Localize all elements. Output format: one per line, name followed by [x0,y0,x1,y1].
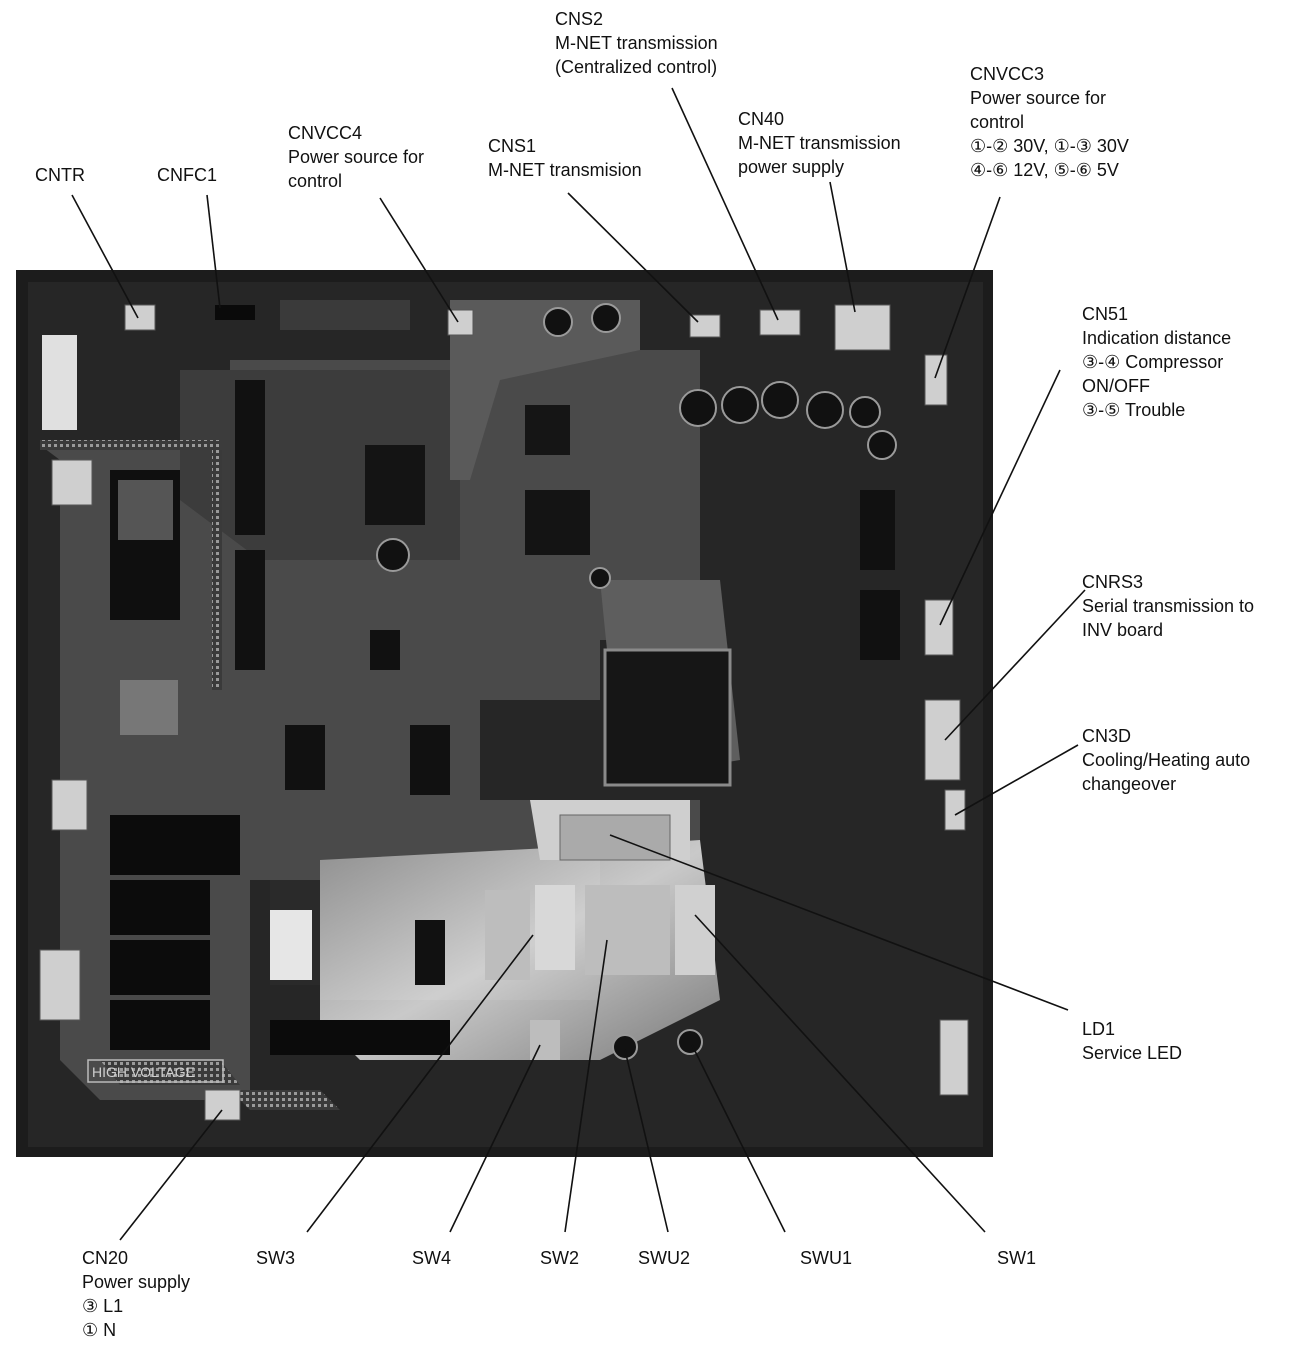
leader-cnvcc3 [934,196,1001,379]
label-cn51: CN51 Indication distance ③-④ Compressor … [1082,304,1232,420]
label-swu2: SWU2 [638,1248,691,1268]
leader-cns2 [671,87,779,321]
leader-cn3d [954,744,1079,816]
leader-cn40 [829,181,856,313]
label-cn40: CN40 M-NET transmission power supply [738,109,901,177]
leader-ld1 [609,834,1069,1011]
chip [525,490,590,555]
label-cnfc1: CNFC1 [157,165,218,185]
chip [860,490,895,570]
leader-cns1 [567,192,699,323]
connectors [39,304,969,1121]
label-cn20: CN20 Power supply ③ L1 ① N [82,1248,191,1340]
label-cnvcc3: CNVCC3 Power source for control ①-② 30V,… [970,64,1129,180]
relay [110,815,240,875]
chip [285,725,325,790]
chip [860,590,900,660]
leader-sw2 [564,939,608,1233]
leader-cntr [71,194,139,319]
chip [410,725,450,795]
chip [235,380,265,535]
chip [235,550,265,670]
chip [370,630,400,670]
main-cpu-chip [603,648,732,787]
silkscreen-label: HIGH VOLTAGE [92,1064,195,1080]
leader-swu1 [691,1044,786,1233]
label-cnvcc4: CNVCC4 Power source for control [288,123,425,191]
label-cntr: CNTR [35,165,85,185]
label-cns1: CNS1 M-NET transmision [488,136,642,180]
label-cns2: CNS2 M-NET transmission (Centralized con… [555,9,718,77]
label-cnrs3: CNRS3 Serial transmission to INV board [1082,572,1255,640]
chip [365,445,425,525]
chip [525,405,570,455]
label-sw1: SW1 [997,1248,1037,1268]
relay [110,880,210,935]
leader-cn20 [119,1109,223,1241]
relay [110,1000,210,1050]
leader-sw3 [306,934,534,1233]
label-swu1: SWU1 [800,1248,853,1268]
label-sw3: SW3 [256,1248,296,1268]
leader-sw1 [694,914,986,1233]
label-sw4: SW4 [412,1248,452,1268]
relay [110,940,210,995]
leader-sw4 [449,1044,541,1233]
leader-cnvcc4 [379,197,459,323]
chip [415,920,445,985]
leader-swu2 [624,1049,669,1233]
capacitors [376,303,897,1060]
label-sw2: SW2 [540,1248,580,1268]
leader-cn51 [939,369,1061,626]
leader-cnrs3 [944,589,1086,741]
label-ld1: LD1 Service LED [1082,1019,1183,1063]
leader-cnfc1 [206,194,221,309]
label-cn3d: CN3D Cooling/Heating auto changeover [1082,726,1251,794]
